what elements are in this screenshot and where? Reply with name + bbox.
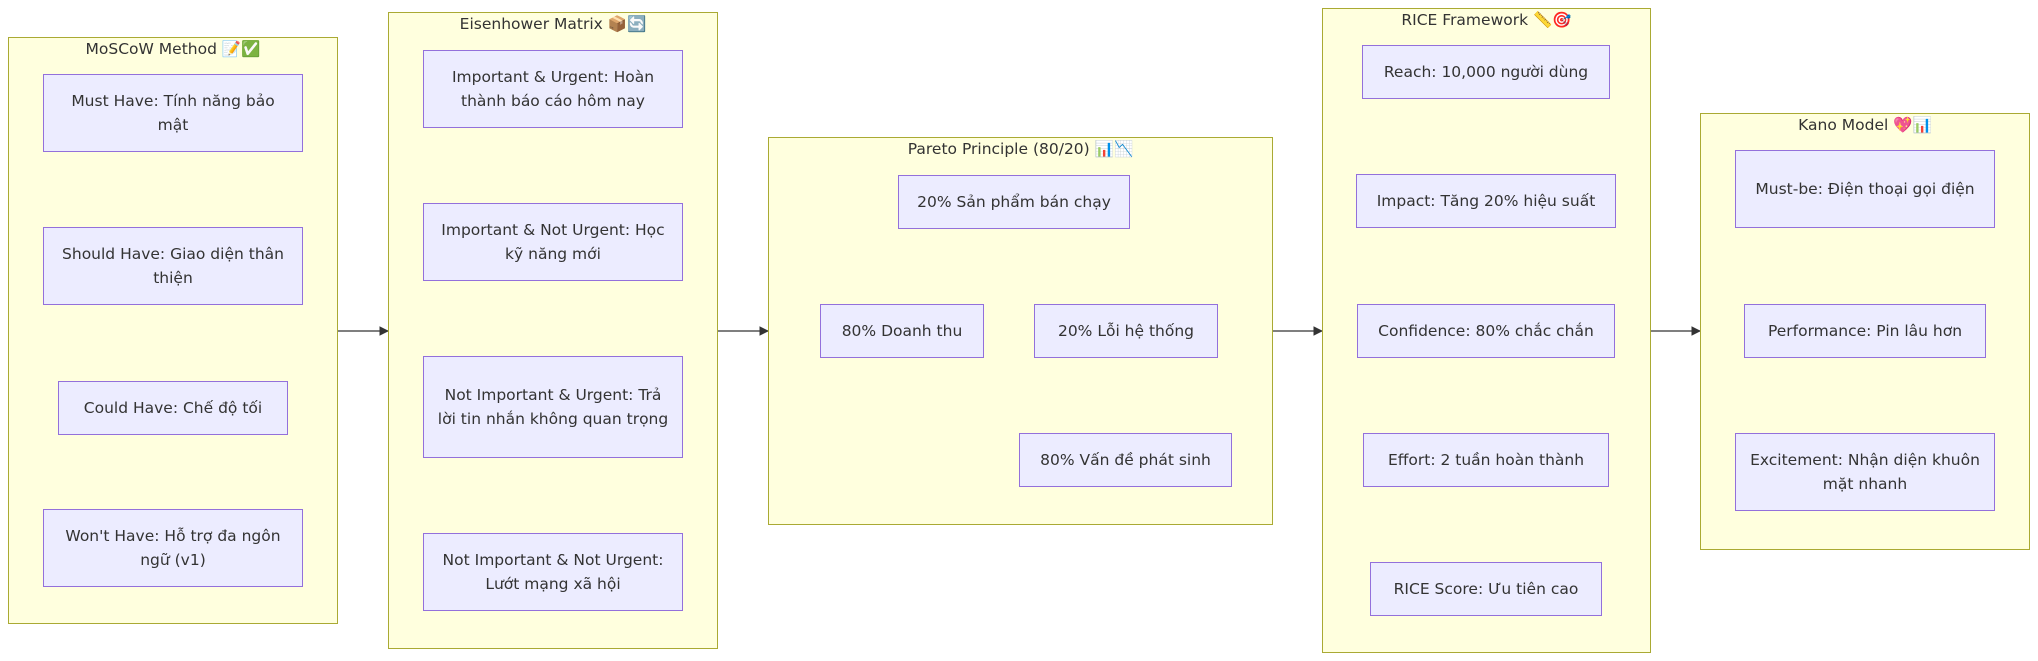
node-important-not-urgent-label: Important & Not Urgent: Học kỹ năng mới — [441, 221, 665, 263]
cluster-title-pareto: Pareto Principle (80/20) 📊📉 — [907, 140, 1134, 158]
node-pareto-issues-label: 80% Vấn đề phát sinh — [1040, 451, 1211, 469]
node-must-have-label: Must Have: Tính năng bảo mật — [71, 92, 275, 134]
node-not-important-urgent: Not Important & Urgent: Trả lời tin nhắn… — [423, 356, 683, 458]
node-kano-excitement-label: Excitement: Nhận diện khuôn mặt nhanh — [1750, 451, 1980, 493]
node-rice-impact: Impact: Tăng 20% hiệu suất — [1356, 174, 1616, 228]
node-pareto-issues: 80% Vấn đề phát sinh — [1019, 433, 1232, 487]
node-rice-reach: Reach: 10,000 người dùng — [1362, 45, 1610, 99]
node-could-have-label: Could Have: Chế độ tối — [83, 399, 263, 417]
node-kano-excitement: Excitement: Nhận diện khuôn mặt nhanh — [1735, 433, 1995, 511]
node-rice-confidence-label: Confidence: 80% chắc chắn — [1378, 322, 1594, 340]
cluster-title-rice: RICE Framework 📏🎯 — [1401, 11, 1572, 29]
node-rice-impact-label: Impact: Tăng 20% hiệu suất — [1376, 192, 1596, 210]
cluster-title-eisenhower: Eisenhower Matrix 📦🔄 — [459, 15, 647, 33]
node-important-urgent-label: Important & Urgent: Hoàn thành báo cáo h… — [451, 68, 655, 110]
node-must-have: Must Have: Tính năng bảo mật — [43, 74, 303, 152]
node-should-have: Should Have: Giao diện thân thiện — [43, 227, 303, 305]
cluster-title-moscow: MoSCoW Method 📝✅ — [85, 40, 261, 58]
node-kano-must-be: Must-be: Điện thoại gọi điện — [1735, 150, 1995, 228]
node-wont-have: Won't Have: Hỗ trợ đa ngôn ngữ (v1) — [43, 509, 303, 587]
node-important-urgent: Important & Urgent: Hoàn thành báo cáo h… — [423, 50, 683, 128]
node-pareto-bugs-label: 20% Lỗi hệ thống — [1057, 322, 1195, 340]
node-wont-have-label: Won't Have: Hỗ trợ đa ngôn ngữ (v1) — [65, 527, 281, 569]
node-should-have-label: Should Have: Giao diện thân thiện — [62, 245, 284, 287]
node-could-have: Could Have: Chế độ tối — [58, 381, 288, 435]
node-not-important-urgent-label: Not Important & Urgent: Trả lời tin nhắn… — [437, 386, 669, 428]
node-kano-must-be-label: Must-be: Điện thoại gọi điện — [1755, 180, 1975, 198]
node-rice-score-label: RICE Score: Ưu tiên cao — [1393, 580, 1579, 598]
node-pareto-bugs: 20% Lỗi hệ thống — [1034, 304, 1218, 358]
node-pareto-revenue: 80% Doanh thu — [820, 304, 984, 358]
node-rice-score: RICE Score: Ưu tiên cao — [1370, 562, 1602, 616]
node-rice-effort: Effort: 2 tuần hoàn thành — [1363, 433, 1609, 487]
node-not-important-not-urgent: Not Important & Not Urgent: Lướt mạng xã… — [423, 533, 683, 611]
node-pareto-products: 20% Sản phẩm bán chạy — [898, 175, 1130, 229]
node-rice-reach-label: Reach: 10,000 người dùng — [1383, 63, 1589, 81]
node-rice-confidence: Confidence: 80% chắc chắn — [1357, 304, 1615, 358]
node-pareto-products-label: 20% Sản phẩm bán chạy — [917, 193, 1111, 211]
cluster-title-kano: Kano Model 💖📊 — [1798, 116, 1932, 134]
node-rice-effort-label: Effort: 2 tuần hoàn thành — [1387, 451, 1585, 469]
node-kano-performance-label: Performance: Pin lâu hơn — [1767, 322, 1963, 340]
node-pareto-revenue-label: 80% Doanh thu — [841, 322, 963, 340]
node-important-not-urgent: Important & Not Urgent: Học kỹ năng mới — [423, 203, 683, 281]
node-kano-performance: Performance: Pin lâu hơn — [1744, 304, 1986, 358]
node-not-important-not-urgent-label: Not Important & Not Urgent: Lướt mạng xã… — [442, 551, 664, 593]
